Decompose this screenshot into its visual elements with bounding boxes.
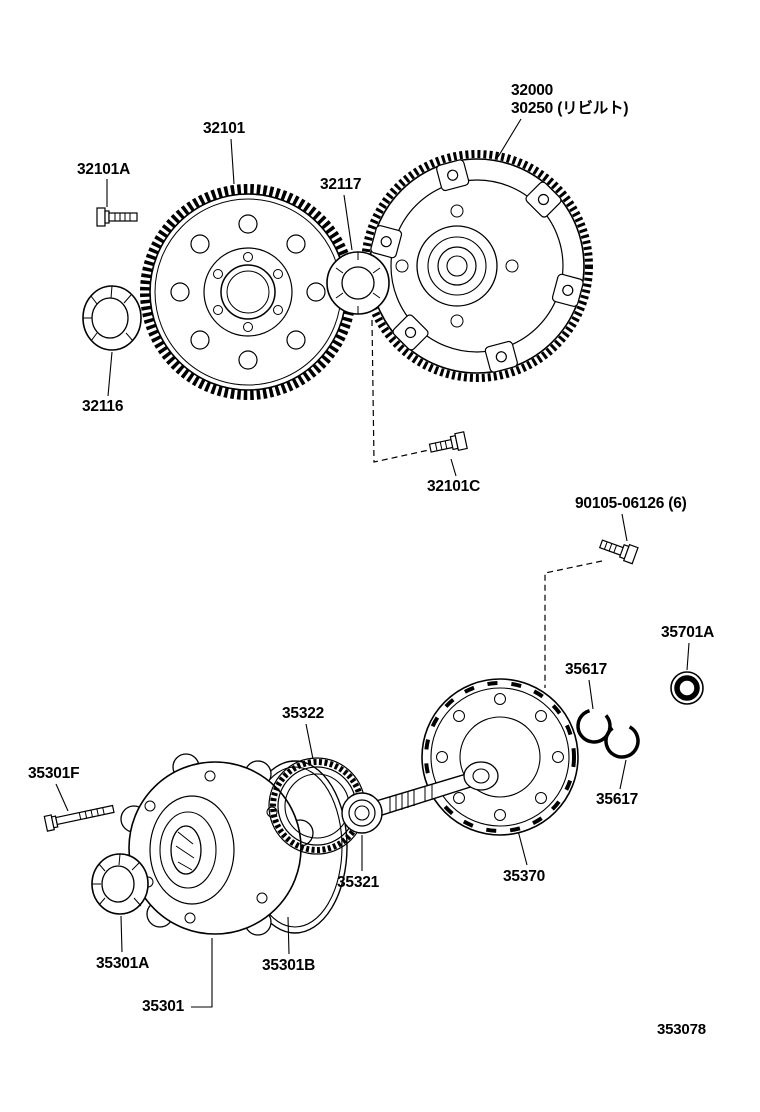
oil-pump-body: [120, 753, 314, 936]
drive-plate: [140, 184, 356, 400]
bolt-35301f: [43, 804, 115, 832]
pump-cover-35370: [421, 678, 579, 836]
part-label-30250: 30250 (リビルト): [511, 100, 629, 117]
part-label-35370: 35370: [503, 868, 546, 885]
drawing-number: 353078: [657, 1021, 706, 1038]
snap-ring-35617-upper: [576, 708, 612, 744]
snap-ring-35617-lower: [604, 723, 640, 759]
part-label-35321: 35321: [337, 874, 380, 891]
part-label-35301b: 35301B: [262, 957, 316, 974]
part-label-32101a: 32101A: [77, 161, 131, 178]
part-label-90105-06126: 90105-06126 (6): [575, 495, 687, 512]
seal-35301a: [91, 853, 149, 915]
part-label-32117: 32117: [320, 176, 362, 193]
part-label-35301f: 35301F: [28, 765, 80, 782]
assembly-guide-lines: [371, 319, 603, 688]
bolt-32101a: [96, 207, 138, 227]
part-label-35617-upper: 35617: [565, 661, 608, 678]
part-label-32101: 32101: [203, 120, 246, 137]
spacer: [326, 251, 390, 315]
part-label-35701a: 35701A: [661, 624, 715, 641]
torque-converter: [361, 150, 593, 382]
bolt-90105: [598, 539, 639, 565]
part-label-35617-lower: 35617: [596, 791, 639, 808]
seal-32116: [82, 285, 142, 351]
part-label-32000: 32000: [511, 82, 554, 99]
bolt-32101c: [428, 431, 468, 453]
part-label-35301a: 35301A: [96, 955, 150, 972]
part-label-32101c: 32101C: [427, 478, 481, 495]
part-label-35322: 35322: [282, 705, 325, 722]
part-label-32116: 32116: [82, 398, 124, 415]
part-label-35301: 35301: [142, 998, 185, 1015]
seal-35701a: [670, 671, 704, 705]
hub-35321: [341, 792, 383, 834]
